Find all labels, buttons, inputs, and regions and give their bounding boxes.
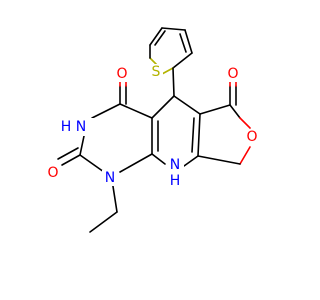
bond-o-ring-c8	[239, 146, 251, 165]
bond-c8-c9a	[197, 155, 241, 165]
bond-c4a-c4	[119, 103, 153, 119]
oxygen-ketone-label: O	[227, 66, 238, 82]
bond-c2-urea-o-double	[57, 147, 79, 160]
label-bg-o-urea	[45, 165, 61, 181]
bond-c3-c4	[161, 27, 186, 31]
bond-n1-c8a	[119, 153, 153, 173]
label-bg-n-ethyl	[102, 170, 118, 186]
bond-n3-c2	[79, 135, 85, 156]
oxygen-top-label: O	[116, 66, 127, 82]
label-bg-o-ring	[244, 129, 260, 145]
label-bg-o-ketone	[225, 66, 241, 82]
molecule-structure-diagram: S O O O H N O N N H	[45, 27, 260, 233]
nh-lower-h-label: H	[170, 173, 181, 189]
bond-thiophene-bridge	[172, 67, 175, 97]
bond-s-c1	[161, 67, 174, 75]
bond-c2-urea-o	[61, 154, 81, 166]
sulfur-label: S	[152, 64, 161, 80]
bond-c5-c5a	[173, 95, 201, 115]
oxygen-ring-label: O	[246, 129, 257, 145]
label-bg-nh-lower	[166, 156, 184, 184]
oxygen-urea-label: O	[47, 165, 58, 181]
atom-labels: S O O O H N O N N H	[45, 64, 260, 189]
bond-c9a-c5a-double	[191, 117, 195, 153]
label-bg-nh-upper	[58, 118, 94, 136]
bond-c2-c3-double	[154, 30, 166, 46]
bond-c5-c1	[172, 52, 193, 69]
bond-c4-c5	[184, 29, 193, 54]
nh-upper-n-label: N	[76, 119, 86, 135]
nitrogen-ethyl-label: N	[105, 170, 115, 186]
nh-lower-n-label: N	[170, 157, 180, 173]
nh-upper-h-label: H	[61, 119, 72, 135]
bond-c5a-c6	[199, 104, 231, 115]
bond-c2-c3	[149, 27, 163, 46]
bond-c2-n1	[79, 154, 105, 173]
label-bg-s	[149, 64, 163, 80]
bond-c4-n3	[91, 103, 121, 119]
bond-ethyl-c1-c2	[89, 211, 118, 233]
bond-c4-c5-double	[179, 33, 187, 53]
bond-c8a-n9	[151, 153, 166, 165]
bond-o-ring-c6	[239, 117, 251, 129]
bond-n9-c9a	[183, 155, 199, 167]
bond-c6-o	[229, 104, 241, 119]
label-bg-o-top	[114, 66, 130, 82]
bond-c5-c4a	[151, 95, 175, 119]
bond-c9a-c5a	[197, 113, 201, 157]
bonds	[57, 27, 251, 233]
